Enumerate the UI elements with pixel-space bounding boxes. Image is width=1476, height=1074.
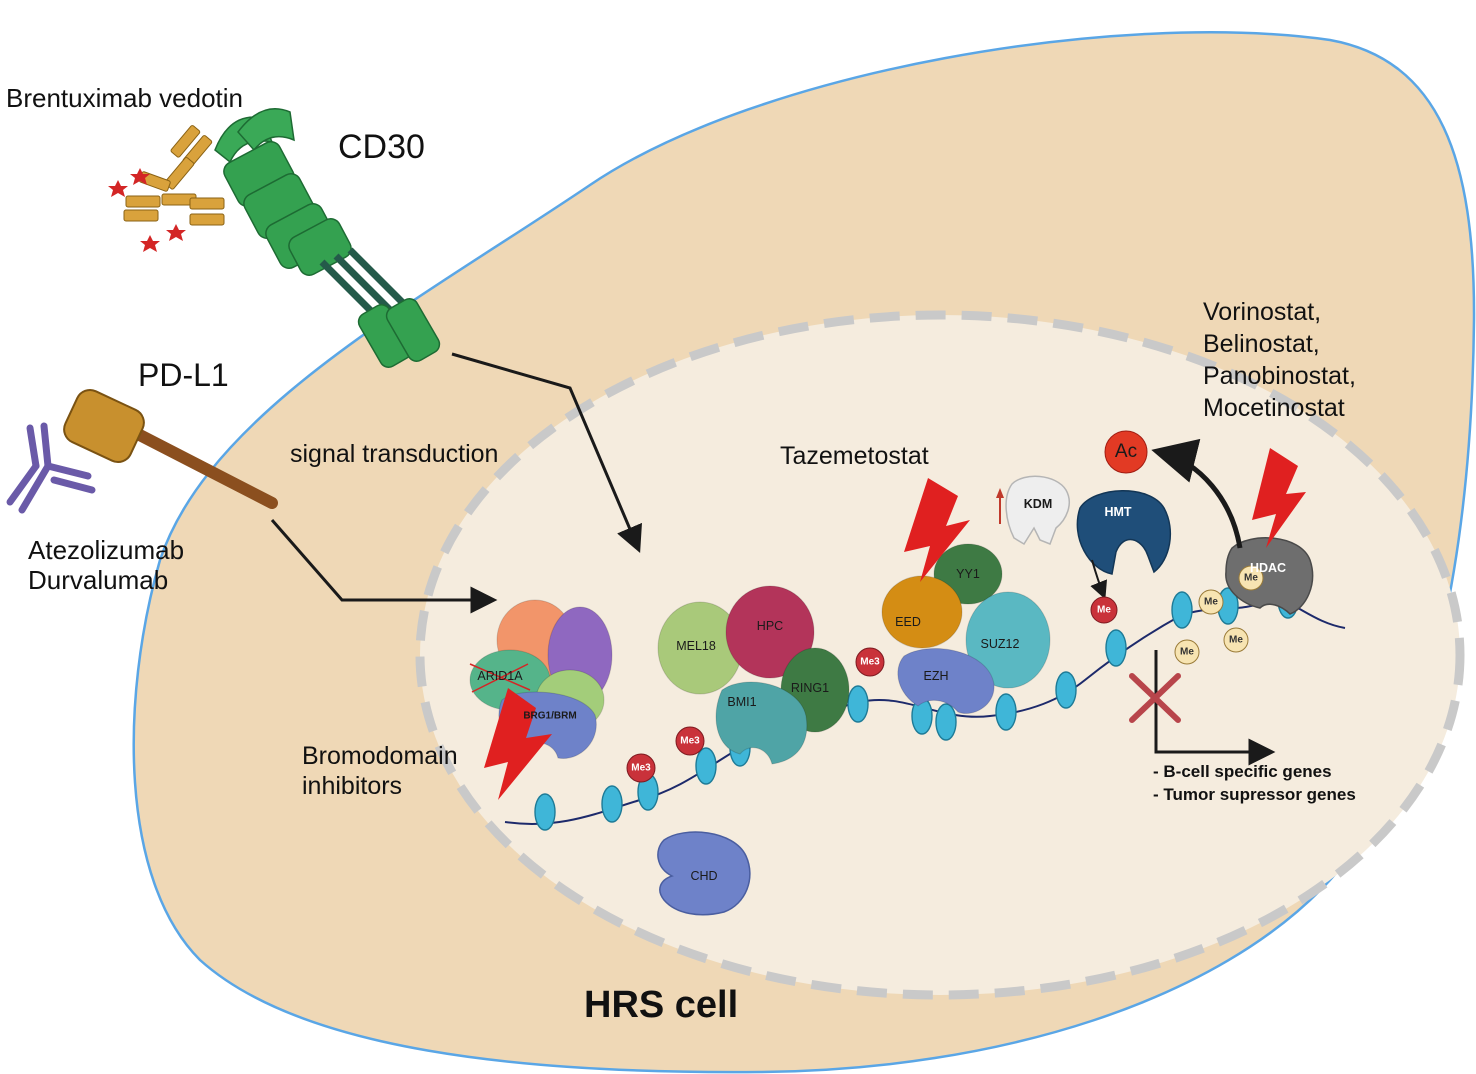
kdm-label: KDM <box>1023 497 1053 511</box>
bromodomain-label-2: inhibitors <box>302 772 403 800</box>
bromodomain-label-1: Bromodomain <box>302 742 458 770</box>
pdl1-receptor <box>63 389 278 509</box>
durvalumab-label: Durvalumab <box>28 565 169 595</box>
bolt-bromodomain <box>484 688 552 800</box>
anti-pdl1-antibody <box>6 422 96 514</box>
cd30-label: CD30 <box>338 128 425 166</box>
me3-marks <box>626 647 885 783</box>
gene-arrow <box>1154 650 1276 766</box>
kdm-enzyme <box>996 475 1070 546</box>
hdac-drug-4: Mocetinostat <box>1203 394 1345 422</box>
me-label-2: Me <box>1180 646 1194 658</box>
pdl1-signal-arrow <box>270 519 498 614</box>
hdac-drug-1: Vorinostat, <box>1203 298 1322 326</box>
atezolizumab-label: Atezolizumab <box>28 535 185 565</box>
hdac-drug-2: Belinostat, <box>1203 330 1320 358</box>
ezh-label: EZH <box>923 669 949 683</box>
repression-cross <box>1129 673 1181 723</box>
brentuximab-label: Brentuximab vedotin <box>6 83 244 113</box>
ring1-label: RING1 <box>790 681 830 695</box>
brentuximab-adc <box>123 125 225 226</box>
hdac-drug-3: Panobinostat, <box>1203 362 1356 390</box>
prc1-complex <box>657 585 850 765</box>
me3-label-2: Me3 <box>680 735 700 747</box>
bolt-tazemetostat <box>904 478 970 582</box>
gene-label-2: - Tumor supressor genes <box>1153 785 1356 804</box>
yy1-label: YY1 <box>956 567 980 581</box>
hrs-cell-label: HRS cell <box>584 984 739 1026</box>
me3-label-3: Me3 <box>860 656 880 668</box>
bmi1-label: BMI1 <box>727 695 757 709</box>
me-label-red: Me <box>1097 604 1111 616</box>
me-label-3: Me <box>1244 572 1258 584</box>
cd30-signal-arrow <box>451 352 642 553</box>
hpc-label: HPC <box>756 619 784 633</box>
tazemetostat-label: Tazemetostat <box>780 442 929 470</box>
chd-remodeler <box>657 831 751 916</box>
chd-label: CHD <box>690 869 718 883</box>
mel18-label: MEL18 <box>676 639 716 653</box>
me-label-1: Me <box>1204 596 1218 608</box>
prc2-complex <box>881 543 1051 714</box>
pdl1-label: PD-L1 <box>138 357 229 393</box>
acetyl-removal-arrow <box>1151 438 1243 549</box>
signal-transduction-label: signal transduction <box>290 440 499 468</box>
ac-label: Ac <box>1114 441 1138 462</box>
arid1a-label: ARID1A <box>477 669 523 683</box>
brg1-label: BRG1/BRM <box>523 710 577 722</box>
acetyl-mark <box>1104 430 1148 474</box>
suz12-label: SUZ12 <box>980 637 1020 651</box>
me-marks-beige <box>1174 565 1264 665</box>
hdac-label: HDAC <box>1249 561 1287 575</box>
inhibitor-bolts <box>484 448 1306 800</box>
gene-label-1: - B-cell specific genes <box>1153 762 1332 781</box>
eed-label: EED <box>895 615 921 629</box>
cd30-receptor <box>214 108 441 368</box>
hdac-enzyme <box>1225 537 1314 615</box>
hmt-label: HMT <box>1104 505 1132 519</box>
me-label-4: Me <box>1229 634 1243 646</box>
me-mark-red <box>1090 596 1118 624</box>
drug-payload-stars <box>108 168 186 252</box>
me3-label-1: Me3 <box>631 762 651 774</box>
bolt-hdac-inhibitors <box>1252 448 1306 548</box>
hmt-me-arrow <box>1090 559 1108 600</box>
